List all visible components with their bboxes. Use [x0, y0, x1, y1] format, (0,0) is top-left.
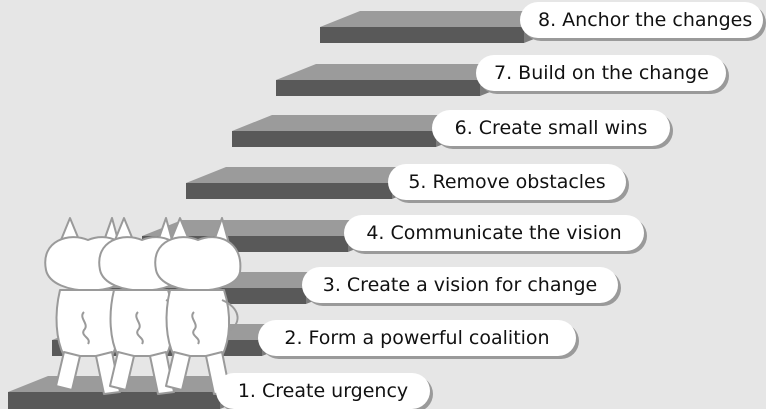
step-label-4: 4. Communicate the vision — [344, 215, 644, 251]
step-front — [320, 27, 524, 43]
step-front — [276, 80, 480, 96]
body — [165, 289, 231, 357]
step-top — [232, 115, 476, 131]
leg-left — [165, 351, 191, 391]
figure-3 — [154, 217, 242, 395]
step-top — [276, 64, 520, 80]
step-front — [232, 131, 436, 147]
tail — [191, 311, 200, 345]
step-front — [186, 183, 392, 199]
step-label-1: 1. Create urgency — [216, 373, 430, 409]
step-label-8: 8. Anchor the changes — [520, 2, 763, 38]
arm — [221, 299, 239, 331]
step-label-7: 7. Build on the change — [476, 55, 726, 91]
step-top — [186, 167, 432, 183]
step-label-6: 6. Create small wins — [432, 110, 670, 146]
step-top — [142, 220, 388, 236]
climbing-figures — [44, 217, 242, 395]
leg-left — [55, 351, 81, 391]
body — [109, 289, 175, 357]
step-top — [320, 11, 564, 27]
tail — [135, 311, 144, 345]
step-label-2: 2. Form a powerful coalition — [258, 320, 576, 356]
tail — [81, 311, 90, 345]
leg-left — [109, 351, 135, 391]
head — [154, 236, 242, 292]
step-front — [8, 392, 220, 409]
step-label-5: 5. Remove obstacles — [388, 164, 626, 200]
step-label-3: 3. Create a vision for change — [302, 267, 618, 303]
